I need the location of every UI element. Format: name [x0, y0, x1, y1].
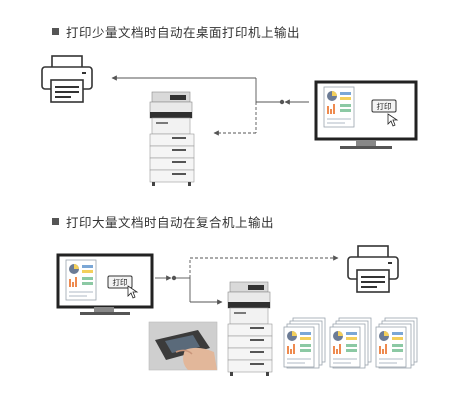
print-button-label: 打印	[113, 277, 128, 287]
heading-small-label: 打印少量文档时自动在桌面打印机上输出	[66, 25, 301, 40]
multifunction-copier-icon	[227, 281, 273, 377]
bullet-square-icon	[52, 28, 59, 35]
print-button[interactable]: 打印	[371, 99, 397, 113]
print-button[interactable]: 打印	[107, 275, 133, 289]
multifunction-copier-icon	[149, 91, 195, 187]
hand-touchpanel-icon	[148, 321, 218, 371]
heading-large-documents: 打印大量文档时自动在复合机上输出	[52, 212, 274, 231]
heading-large-label: 打印大量文档时自动在复合机上输出	[66, 215, 275, 230]
heading-small-documents: 打印少量文档时自动在桌面打印机上输出	[52, 22, 300, 41]
cursor-arrow-icon	[127, 285, 139, 299]
document-preview	[65, 259, 97, 301]
print-button-label: 打印	[377, 101, 392, 111]
document-preview	[323, 86, 355, 128]
document-stack-icon	[283, 317, 326, 369]
cursor-arrow-icon	[387, 113, 399, 127]
document-stack-icon	[375, 317, 418, 369]
desktop-printer-icon	[41, 55, 93, 103]
bullet-square-icon	[52, 218, 59, 225]
document-stack-icon	[329, 317, 372, 369]
desktop-printer-icon	[347, 245, 399, 293]
